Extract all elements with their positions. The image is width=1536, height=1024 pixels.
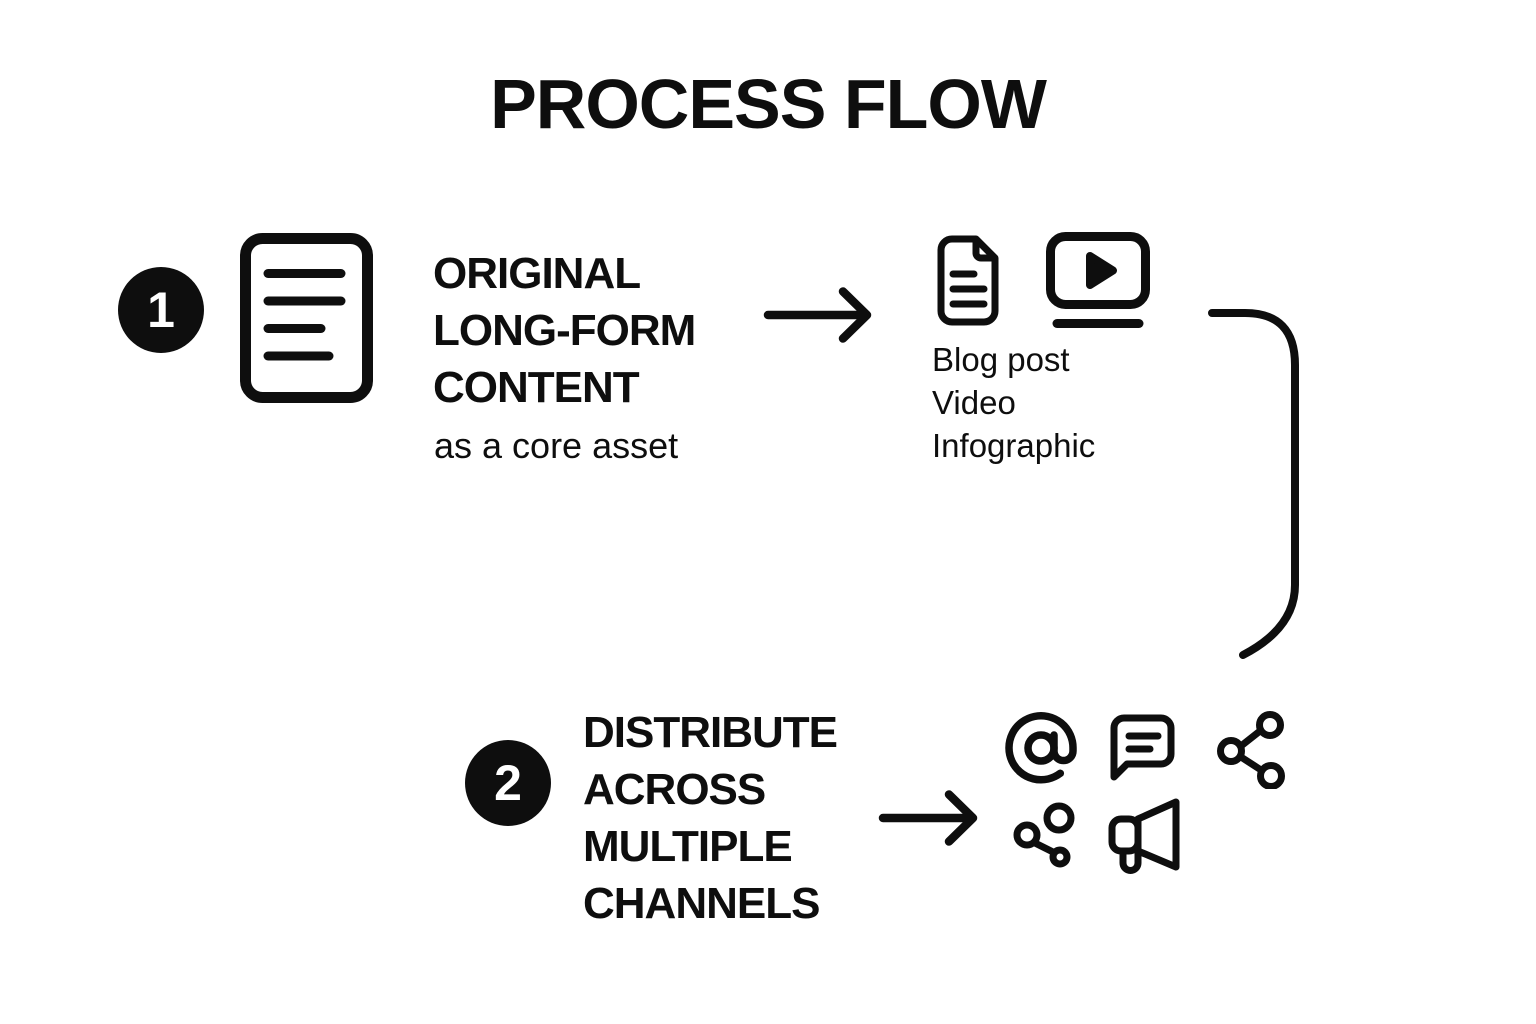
- curved-bracket-connector: [1200, 300, 1310, 670]
- step-1-heading-line: LONG-FORM: [433, 306, 696, 355]
- share-nodes-icon: [1216, 710, 1286, 789]
- step-1-heading-line: ORIGINAL: [433, 249, 641, 298]
- step-1-heading: ORIGINAL LONG-FORM CONTENT: [433, 245, 696, 416]
- step-2-number: 2: [494, 755, 522, 811]
- page-title: PROCESS FLOW: [490, 65, 1047, 143]
- step-2-number-badge: 2: [465, 740, 551, 826]
- blog-post-document-icon: [933, 234, 1003, 328]
- step-1-outputs: Blog post Video Infographic: [932, 338, 1095, 467]
- network-nodes-icon: [1005, 798, 1077, 872]
- step-2-heading-line: ACROSS: [583, 765, 766, 814]
- step-2-heading-line: MULTIPLE: [583, 822, 793, 871]
- output-label: Video: [932, 384, 1016, 421]
- step-1-heading-line: CONTENT: [433, 363, 640, 412]
- step-1-number-badge: 1: [118, 267, 204, 353]
- step-1-subtitle: as a core asset: [434, 425, 679, 466]
- video-player-icon: [1045, 231, 1151, 331]
- right-arrow-icon: [758, 280, 878, 350]
- at-sign-icon: [1003, 710, 1079, 786]
- chat-message-icon: [1105, 710, 1179, 790]
- long-form-document-icon: [240, 233, 373, 403]
- step-2-heading-line: DISTRIBUTE: [583, 708, 838, 757]
- step-2-heading: DISTRIBUTE ACROSS MULTIPLE CHANNELS: [583, 704, 838, 932]
- step-2-heading-line: CHANNELS: [583, 879, 820, 928]
- output-label: Blog post: [932, 341, 1070, 378]
- megaphone-icon: [1108, 795, 1180, 875]
- output-label: Infographic: [932, 427, 1096, 464]
- step-1-number: 1: [147, 282, 175, 338]
- right-arrow-icon: [873, 783, 985, 853]
